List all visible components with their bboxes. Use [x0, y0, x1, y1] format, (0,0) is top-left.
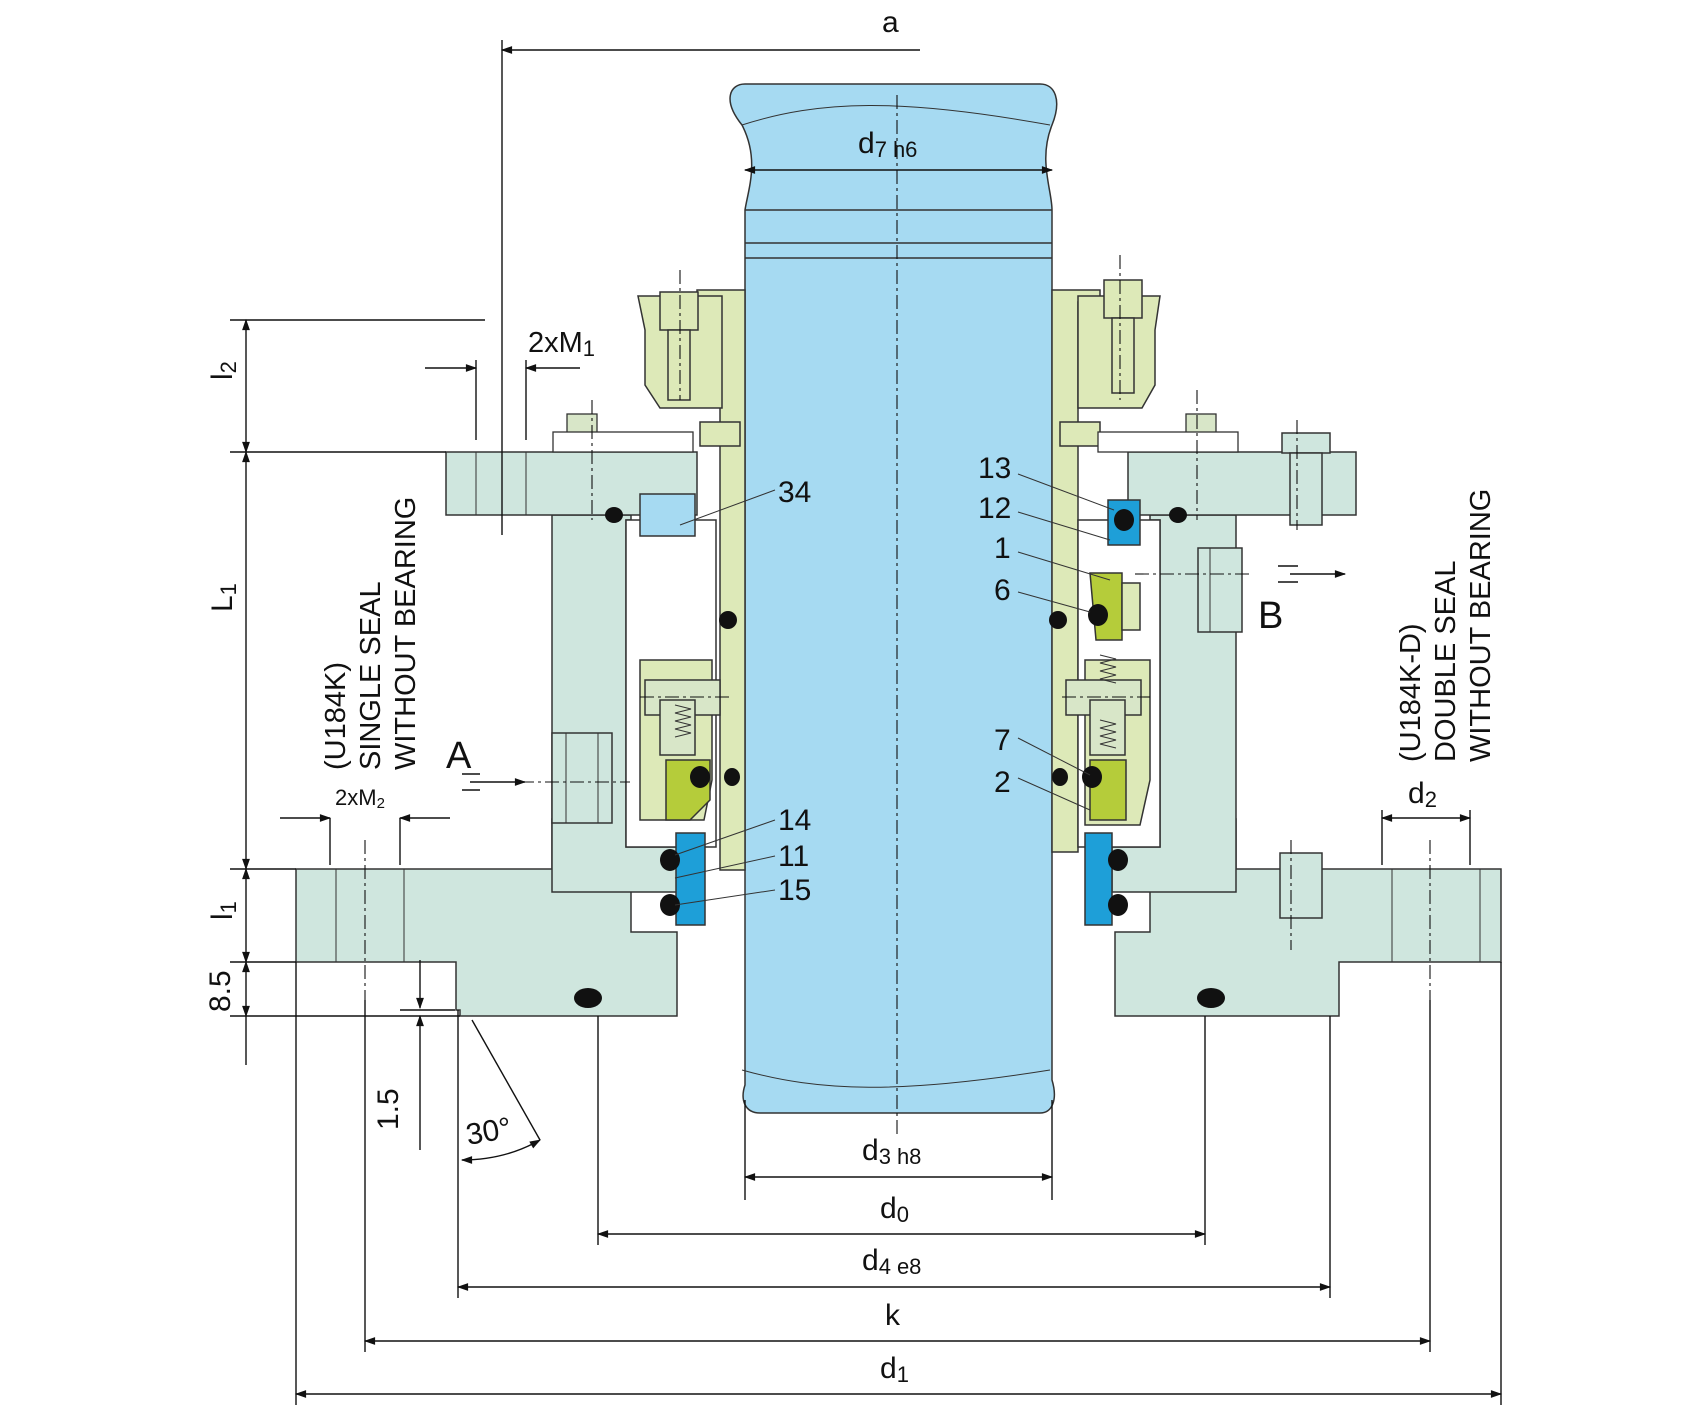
- port-a-label: A: [446, 735, 472, 777]
- port-labels: A B: [446, 595, 1283, 777]
- part-number-labels: 34 13 12 1 6 7 2 14 11 15: [778, 452, 1011, 907]
- dim-m1-label: 2xM1: [528, 327, 595, 361]
- part-1: 1: [994, 532, 1011, 565]
- left-caption-note: WITHOUT BEARING: [390, 497, 422, 770]
- left-caption-type: SINGLE SEAL: [355, 581, 387, 770]
- part-14: 14: [778, 804, 811, 837]
- dim-a-label: a: [882, 6, 899, 39]
- dim-k-label: k: [885, 1299, 901, 1332]
- part-13: 13: [978, 452, 1011, 485]
- part-11: 11: [778, 840, 809, 873]
- dim-l2-label: l2: [206, 361, 241, 380]
- dim-85-label: 8.5: [204, 970, 237, 1012]
- dim-15-label: 1.5: [372, 1088, 405, 1130]
- housing-interior-lines: [335, 452, 1481, 962]
- clamp-bolt: [552, 413, 1239, 453]
- left-caption: (U184K) SINGLE SEAL WITHOUT BEARING: [320, 497, 422, 770]
- right-caption-note: WITHOUT BEARING: [1465, 489, 1497, 762]
- left-caption-model: (U184K): [320, 662, 352, 770]
- part-7: 7: [994, 724, 1011, 757]
- dimension-lines: [230, 40, 1503, 1405]
- dim-d0-label: d0: [880, 1192, 909, 1227]
- part-6: 6: [994, 574, 1011, 607]
- part-15: 15: [778, 874, 811, 907]
- right-caption: (U184K-D) DOUBLE SEAL WITHOUT BEARING: [1395, 489, 1497, 762]
- part-2: 2: [994, 766, 1011, 799]
- right-caption-model: (U184K-D): [1395, 623, 1427, 762]
- dim-l1-label: l1: [206, 901, 241, 920]
- o-rings: [574, 507, 1225, 1008]
- port-b-label: B: [1258, 595, 1283, 637]
- part-12: 12: [978, 492, 1011, 525]
- gland-housing: [295, 432, 1502, 1017]
- shaft: [729, 83, 1058, 1114]
- dim-L1-label: L1: [206, 583, 241, 612]
- dim-d2-label: d2: [1408, 777, 1437, 812]
- springs: [674, 654, 1117, 749]
- part-34: 34: [778, 476, 811, 509]
- right-caption-type: DOUBLE SEAL: [1430, 561, 1462, 762]
- dim-m2-label: 2xM2: [335, 785, 385, 812]
- centerlines: [364, 95, 1431, 1135]
- dim-angle-label: 30°: [463, 1112, 513, 1152]
- dim-d1-label: d1: [880, 1352, 909, 1387]
